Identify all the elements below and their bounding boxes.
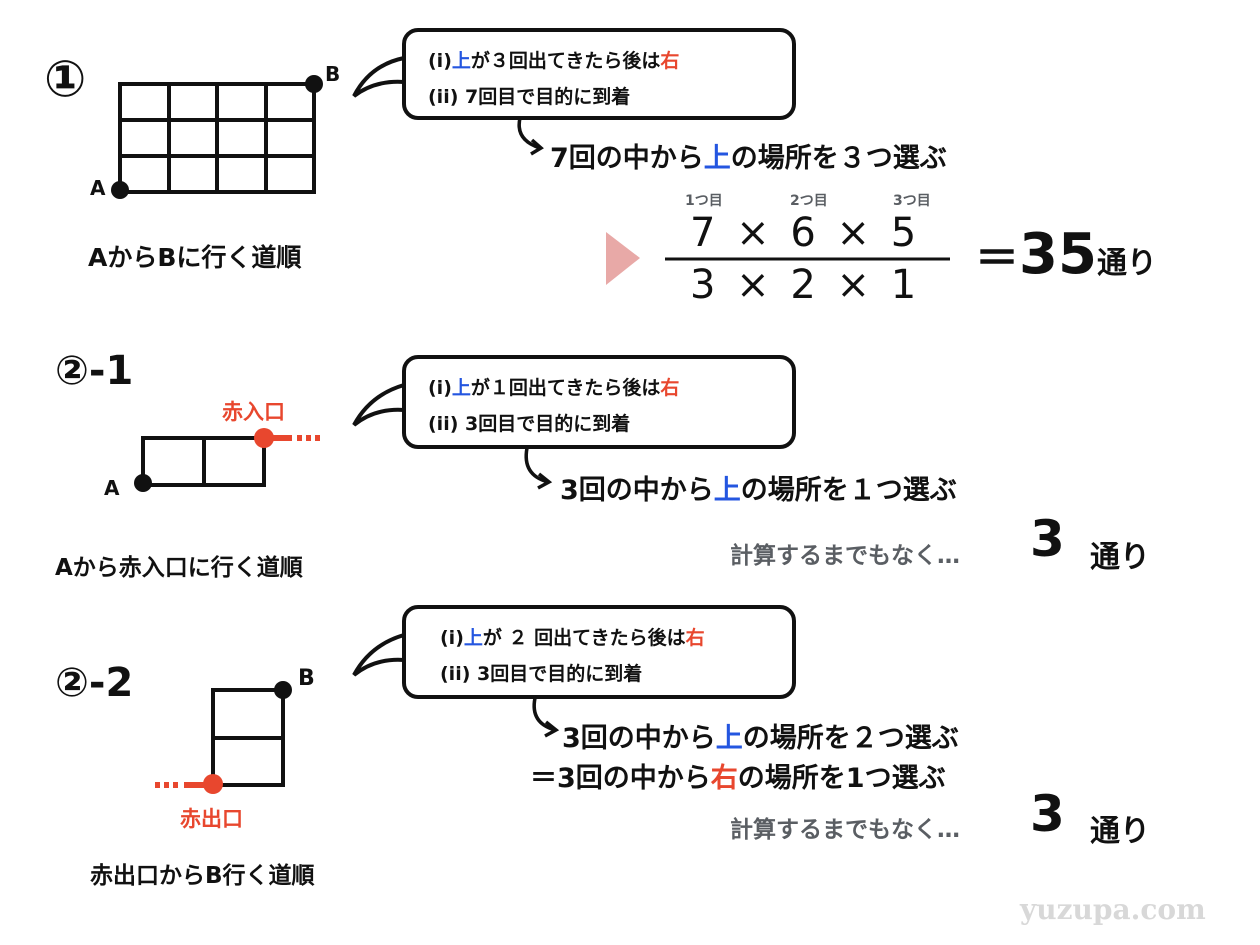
text-up: 上 bbox=[463, 627, 483, 649]
text: 3回の中から bbox=[560, 475, 714, 506]
text: (ii) 7回目で目的に到着 bbox=[428, 86, 631, 108]
text: 3回の中から bbox=[562, 723, 716, 754]
label-a: A bbox=[104, 476, 120, 500]
speech-bubble: (i)上が ２ 回出てきたら後は右 (ii) 3回目で目的に到着 bbox=[402, 605, 796, 699]
caption: AからBに行く道順 bbox=[88, 243, 302, 272]
text: が ２ 回出てきたら後は bbox=[482, 627, 686, 649]
bubble-tail bbox=[352, 383, 405, 427]
grid-exit-to-b bbox=[211, 688, 285, 787]
bubble-tail bbox=[352, 633, 405, 677]
entrance-label: 赤入口 bbox=[222, 400, 285, 424]
ordinal-label: 3つ目 bbox=[893, 193, 931, 209]
point-a bbox=[111, 181, 129, 199]
text: が３回出てきたら後は bbox=[470, 50, 661, 72]
point-b bbox=[274, 681, 292, 699]
text: 7回の中から bbox=[550, 143, 704, 174]
text: (ii) 3回目で目的に到着 bbox=[428, 413, 631, 435]
text: (ii) 3回目で目的に到着 bbox=[440, 663, 643, 685]
text: ＝3回の中から bbox=[530, 763, 711, 794]
unit: 通り bbox=[1090, 814, 1150, 849]
ordinal-label: 1つ目 bbox=[685, 193, 723, 209]
answer: ＝35通り bbox=[975, 222, 1157, 287]
result-text-2: ＝3回の中から右の場所を1つ選ぶ bbox=[530, 756, 946, 795]
curved-arrow bbox=[517, 117, 560, 738]
text-up: 上 bbox=[713, 475, 741, 506]
caption: 赤出口からB行く道順 bbox=[90, 863, 315, 889]
text: の場所を1つ選ぶ bbox=[737, 763, 946, 794]
answer-value: 35 bbox=[1019, 222, 1097, 287]
text-right: 右 bbox=[660, 377, 680, 399]
red-entrance-point bbox=[254, 428, 274, 448]
text: が１回出てきたら後は bbox=[470, 377, 661, 399]
unit: 通り bbox=[1090, 540, 1150, 575]
point-b bbox=[305, 75, 323, 93]
text: (i) bbox=[440, 627, 464, 649]
answer-value: 3 bbox=[1030, 785, 1065, 843]
unit: 通り bbox=[1096, 246, 1157, 281]
result-text: 3回の中から上の場所を２つ選ぶ bbox=[562, 716, 959, 755]
equals: ＝ bbox=[975, 233, 1019, 284]
text-up: 上 bbox=[451, 50, 471, 72]
red-exit-point bbox=[203, 774, 223, 794]
text-right: 右 bbox=[710, 763, 738, 794]
text: (i) bbox=[428, 50, 452, 72]
numerator: 7 × 6 × 5 bbox=[690, 210, 917, 256]
label-a: A bbox=[90, 176, 106, 200]
text: の場所を２つ選ぶ bbox=[742, 723, 959, 754]
grid-a-to-entrance bbox=[141, 436, 266, 487]
text: (i) bbox=[428, 377, 452, 399]
watermark: yuzupa.com bbox=[1020, 893, 1206, 926]
label-b: B bbox=[298, 666, 315, 691]
point-a bbox=[134, 474, 152, 492]
pointer-triangle bbox=[606, 232, 640, 285]
caption: Aから赤入口に行く道順 bbox=[55, 555, 303, 581]
text-up: 上 bbox=[451, 377, 471, 399]
text-right: 右 bbox=[685, 627, 705, 649]
denominator: 3 × 2 × 1 bbox=[690, 262, 917, 308]
ordinal-label: 2つ目 bbox=[790, 193, 828, 209]
grid-a-to-b bbox=[118, 82, 316, 194]
speech-bubble: (i)上が１回出てきたら後は右 (ii) 3回目で目的に到着 bbox=[402, 355, 796, 449]
result-text: 7回の中から上の場所を３つ選ぶ bbox=[550, 136, 947, 175]
section-2-2-marker: ②-2 bbox=[55, 660, 134, 706]
note: 計算するまでもなく… bbox=[730, 817, 960, 843]
section-1-marker: ① bbox=[44, 50, 87, 108]
label-b: B bbox=[325, 62, 341, 86]
text-up: 上 bbox=[703, 143, 731, 174]
text-up: 上 bbox=[715, 723, 743, 754]
result-text: 3回の中から上の場所を１つ選ぶ bbox=[560, 468, 957, 507]
text-right: 右 bbox=[660, 50, 680, 72]
bubble-tail bbox=[352, 56, 405, 98]
note: 計算するまでもなく… bbox=[730, 543, 960, 569]
text: の場所を１つ選ぶ bbox=[740, 475, 957, 506]
text: の場所を３つ選ぶ bbox=[730, 143, 947, 174]
exit-label: 赤出口 bbox=[180, 807, 243, 831]
speech-bubble: (i)上が３回出てきたら後は右 (ii) 7回目で目的に到着 bbox=[402, 28, 796, 120]
section-2-1-marker: ②-1 bbox=[55, 348, 134, 394]
answer-value: 3 bbox=[1030, 510, 1065, 568]
